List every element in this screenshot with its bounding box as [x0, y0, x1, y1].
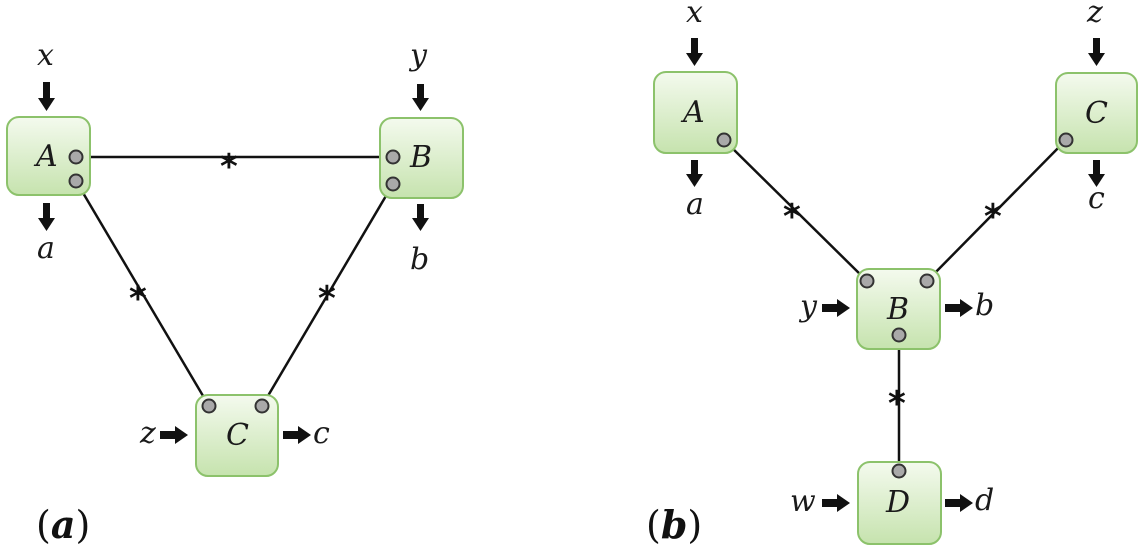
input-label-b-C: z	[1086, 0, 1103, 30]
port	[1058, 132, 1074, 148]
port	[385, 176, 401, 192]
port	[716, 132, 732, 148]
input-label-a-B: y	[408, 38, 428, 73]
port	[919, 273, 935, 289]
input-label-a-A: x	[37, 38, 54, 73]
panel-label-a: (a)	[36, 502, 90, 547]
node-label: A	[680, 95, 705, 130]
node-label: A	[33, 139, 58, 174]
port	[68, 149, 84, 165]
arrow-down-icon	[1088, 38, 1105, 66]
node-a-B: B	[379, 117, 464, 199]
port	[385, 149, 401, 165]
edge-label-b-A-B: *	[783, 197, 801, 237]
arrow-right-icon	[822, 494, 850, 512]
output-label-b-C: c	[1088, 181, 1105, 216]
input-label-a-C: z	[139, 416, 156, 451]
arrow-right-icon	[822, 299, 850, 317]
port	[859, 273, 875, 289]
node-a-C: C	[195, 394, 279, 477]
input-label-b-A: x	[686, 0, 703, 30]
panel-label-open: (	[646, 503, 661, 547]
panel-label-letter: b	[661, 502, 688, 547]
edge-b-A-B	[723, 139, 868, 282]
port	[891, 463, 907, 479]
panel-label-b: (b)	[646, 502, 702, 547]
panel-label-close: )	[687, 503, 702, 547]
edge-a-A-C	[74, 180, 211, 407]
input-label-b-B: y	[798, 289, 818, 324]
arrow-down-icon	[686, 160, 703, 187]
port	[891, 327, 907, 343]
edge-b-C-B	[926, 139, 1067, 282]
arrow-down-icon	[412, 84, 429, 111]
input-label-b-D: w	[790, 484, 816, 519]
node-label: B	[409, 140, 432, 175]
arrow-down-icon	[1088, 160, 1105, 187]
edge-label-a-A-B: *	[220, 147, 238, 187]
port	[201, 398, 217, 414]
edge-label-b-B-D: *	[888, 384, 906, 424]
arrow-right-icon	[160, 426, 188, 444]
node-b-D: D	[857, 461, 942, 545]
edge-label-b-C-B: *	[984, 197, 1002, 237]
arrow-down-icon	[38, 203, 55, 231]
arrow-right-icon	[283, 426, 311, 444]
arrow-down-icon	[38, 82, 55, 111]
panel-label-open: (	[36, 503, 51, 547]
output-label-b-D: d	[975, 483, 994, 518]
node-a-A: A	[6, 116, 91, 196]
arrow-down-icon	[412, 204, 429, 231]
panel-a: * * * A x a B y b C	[6, 38, 464, 547]
arrow-down-icon	[686, 38, 703, 66]
panel-b: * * * A x a C z c B	[646, 0, 1138, 547]
arrow-right-icon	[945, 299, 973, 317]
node-label: D	[885, 485, 910, 520]
node-b-A: A	[653, 71, 738, 154]
edge-a-B-C	[260, 183, 395, 407]
output-label-a-C: c	[313, 416, 330, 451]
output-label-b-A: a	[686, 187, 704, 222]
port	[254, 398, 270, 414]
edge-label-a-A-C: *	[129, 279, 147, 319]
panel-label-close: )	[75, 503, 90, 547]
output-label-a-A: a	[37, 231, 55, 266]
node-b-B: B	[856, 268, 941, 350]
panel-label-letter: a	[51, 502, 76, 547]
output-label-b-B: b	[975, 288, 994, 323]
node-label: C	[1085, 96, 1108, 131]
port	[68, 173, 84, 189]
edge-label-a-B-C: *	[318, 279, 336, 319]
node-label: B	[886, 292, 909, 327]
output-label-a-B: b	[410, 242, 429, 277]
arrow-right-icon	[945, 494, 973, 512]
node-label: C	[226, 418, 249, 453]
node-b-C: C	[1055, 72, 1138, 154]
